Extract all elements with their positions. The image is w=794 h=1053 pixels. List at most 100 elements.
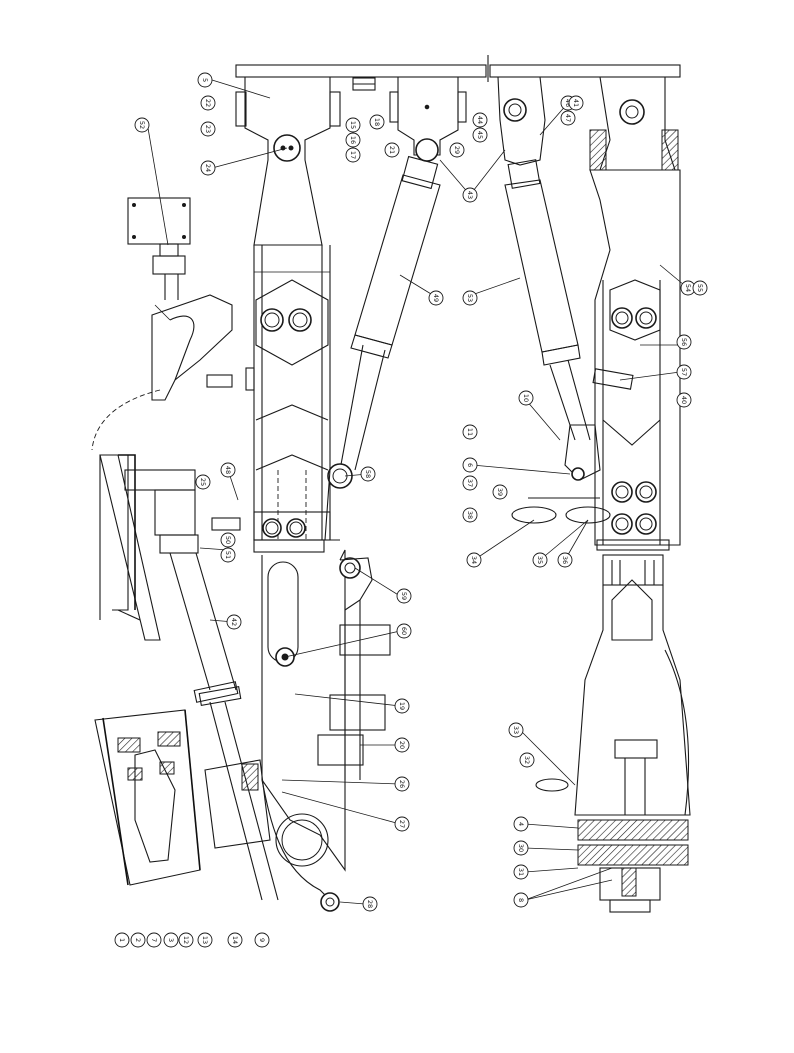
lower-right-boom bbox=[574, 554, 691, 913]
bubble-23: 23 bbox=[200, 121, 216, 137]
bubble-13: 13 bbox=[197, 932, 213, 948]
bubble-6: 6 bbox=[462, 457, 478, 473]
bubble-label: 51 bbox=[224, 551, 232, 559]
bubble-label: 33 bbox=[512, 726, 520, 734]
bubble-48: 48 bbox=[220, 462, 236, 478]
bubble-label: 59 bbox=[400, 592, 408, 600]
bubble-20: 20 bbox=[394, 737, 410, 753]
bubble-label: 36 bbox=[561, 556, 569, 564]
leader-lines bbox=[147, 79, 691, 905]
part-number-bubbles: 5 22 23 24 15 16 17 18 21 29 43 44 45 46… bbox=[114, 72, 708, 948]
bubble-label: 58 bbox=[364, 470, 372, 478]
rail-structure bbox=[99, 454, 279, 901]
bubble-8: 8 bbox=[513, 892, 529, 908]
bubble-label: 12 bbox=[182, 936, 190, 944]
bubble-label: 50 bbox=[224, 536, 232, 544]
bubble-2: 2 bbox=[130, 932, 146, 948]
bubble-43: 43 bbox=[462, 187, 478, 203]
bubble-33: 33 bbox=[508, 722, 524, 738]
bubble-label: 16 bbox=[349, 136, 357, 144]
bubble-label: 57 bbox=[680, 368, 688, 376]
bubble-32: 32 bbox=[519, 752, 535, 768]
hydraulic-cylinder-left bbox=[339, 155, 441, 471]
bubble-4: 4 bbox=[513, 816, 529, 832]
bubble-25: 25 bbox=[195, 474, 211, 490]
right-main-arm bbox=[589, 169, 681, 546]
bubble-47: 47 bbox=[560, 110, 576, 126]
bubble-label: 39 bbox=[496, 488, 504, 496]
right-assembly bbox=[489, 64, 691, 913]
bubble-19: 19 bbox=[394, 698, 410, 714]
bubble-14: 14 bbox=[227, 932, 243, 948]
bubble-label: 23 bbox=[204, 125, 212, 133]
bubble-label: 15 bbox=[349, 121, 357, 129]
bubble-label: 19 bbox=[398, 702, 406, 710]
bubble-5: 5 bbox=[197, 72, 213, 88]
bubble-9: 9 bbox=[254, 932, 270, 948]
bubble-56: 56 bbox=[676, 334, 692, 350]
bubble-17: 17 bbox=[345, 147, 361, 163]
bubble-26: 26 bbox=[394, 776, 410, 792]
bubble-label: 34 bbox=[470, 556, 478, 564]
bubble-50: 50 bbox=[220, 532, 236, 548]
bubble-label: 7 bbox=[150, 938, 158, 942]
bubble-22: 22 bbox=[200, 95, 216, 111]
bubble-52: 52 bbox=[134, 117, 150, 133]
bubble-45: 45 bbox=[472, 127, 488, 143]
bubble-label: 45 bbox=[476, 131, 484, 139]
bubble-label: 42 bbox=[230, 618, 238, 626]
bubble-label: 32 bbox=[523, 756, 531, 764]
bubble-label: 6 bbox=[466, 463, 474, 467]
bubble-label: 28 bbox=[366, 900, 374, 908]
bubble-51: 51 bbox=[220, 547, 236, 563]
bubble-label: 41 bbox=[572, 99, 580, 107]
bubble-label: 2 bbox=[134, 938, 142, 942]
lower-carriage bbox=[94, 709, 271, 886]
bubble-38: 38 bbox=[462, 507, 478, 523]
bubble-label: 20 bbox=[398, 741, 406, 749]
bubble-10: 10 bbox=[518, 390, 534, 406]
bubble-label: 46 bbox=[564, 99, 572, 107]
bubble-15: 15 bbox=[345, 117, 361, 133]
bubble-label: 27 bbox=[398, 820, 406, 828]
bubble-label: 1 bbox=[118, 938, 126, 942]
bubble-label: 3 bbox=[167, 938, 175, 942]
bubble-label: 55 bbox=[696, 284, 704, 292]
bubble-label: 53 bbox=[466, 294, 474, 302]
bubble-label: 22 bbox=[204, 99, 212, 107]
bubble-39: 39 bbox=[492, 484, 508, 500]
bubble-label: 52 bbox=[138, 121, 146, 129]
bubble-7: 7 bbox=[146, 932, 162, 948]
bubble-label: 26 bbox=[398, 780, 406, 788]
bubble-label: 47 bbox=[564, 114, 572, 122]
bubble-31: 31 bbox=[513, 864, 529, 880]
bubble-label: 60 bbox=[400, 627, 408, 635]
bubble-30: 30 bbox=[513, 840, 529, 856]
bubble-label: 17 bbox=[349, 151, 357, 159]
top-mount-plate bbox=[235, 64, 487, 78]
bubble-34: 34 bbox=[466, 552, 482, 568]
bubble-41: 41 bbox=[568, 95, 584, 111]
bubble-label: 40 bbox=[680, 396, 688, 404]
bubble-53: 53 bbox=[462, 290, 478, 306]
bubble-label: 14 bbox=[231, 936, 239, 944]
bubble-label: 35 bbox=[536, 556, 544, 564]
bubble-label: 37 bbox=[466, 479, 474, 487]
bubble-11: 11 bbox=[462, 424, 478, 440]
bubble-label: 21 bbox=[388, 146, 396, 154]
bubble-16: 16 bbox=[345, 132, 361, 148]
bubble-3: 3 bbox=[163, 932, 179, 948]
left-assembly bbox=[91, 55, 489, 912]
bubble-55: 55 bbox=[692, 280, 708, 296]
bubble-label: 56 bbox=[680, 338, 688, 346]
bubble-label: 8 bbox=[517, 898, 525, 902]
bubble-label: 31 bbox=[517, 868, 525, 876]
bubble-label: 9 bbox=[258, 938, 266, 942]
bubble-label: 4 bbox=[517, 822, 525, 826]
bubble-label: 25 bbox=[199, 478, 207, 486]
bubble-label: 13 bbox=[201, 936, 209, 944]
bubble-label: 43 bbox=[466, 191, 474, 199]
bubble-18: 18 bbox=[369, 114, 385, 130]
bubble-44: 44 bbox=[472, 112, 488, 128]
bubble-35: 35 bbox=[532, 552, 548, 568]
